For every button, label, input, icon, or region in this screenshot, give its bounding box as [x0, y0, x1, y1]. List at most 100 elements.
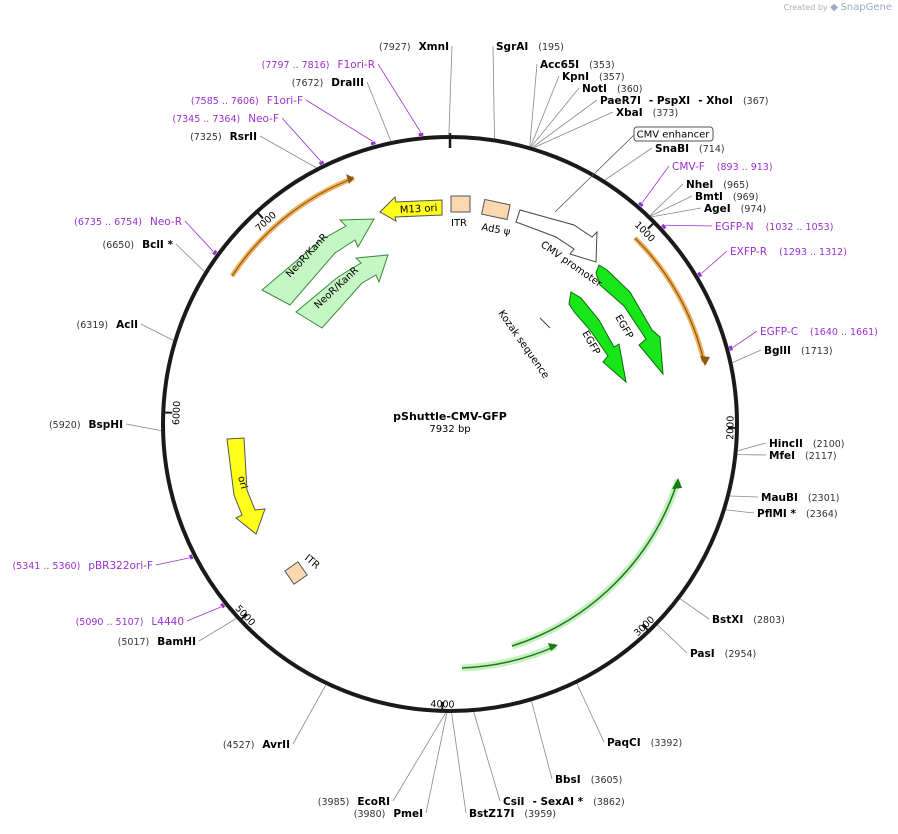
enzyme-label: PaqCI(3392): [607, 737, 682, 749]
created-by-text: Created by: [783, 3, 828, 12]
fragment-arc-right-core: [634, 237, 705, 363]
brand-name: SnapGene: [840, 2, 892, 13]
enzyme-leader-line: [576, 683, 605, 743]
enzyme-label: PflMI *(2364): [757, 508, 838, 520]
kozak-marker: [539, 317, 551, 329]
tick-label: 2000: [725, 416, 736, 440]
enzyme-leader-line: [729, 495, 759, 498]
enzyme-label: (6319)AclI: [77, 319, 138, 331]
primer-label: CMV-F(893 .. 913): [672, 161, 773, 173]
enzyme-label: PasI(2954): [690, 648, 756, 660]
primer-labels: (7797 .. 7816)F1ori-R (7585 .. 7606)F1ori…: [12, 59, 877, 628]
enzyme-label: MfeI(2117): [769, 450, 837, 462]
green-arc-inner: [461, 645, 557, 669]
enzyme-leader-line: [657, 624, 688, 654]
feature-label-cmv-enhancer: CMV enhancer: [637, 130, 711, 141]
primer-leader-line: [641, 165, 670, 204]
cmv-enhancer-promoter-arrow: [515, 209, 598, 263]
enzyme-leader-line: [530, 75, 560, 147]
enzyme-label: MauBI(2301): [761, 492, 840, 504]
enzyme-label: HincII(2100): [769, 438, 845, 450]
egfp-arrow-outer: [595, 264, 664, 376]
enzyme-leader-line: [492, 45, 495, 139]
enzyme-label: BmtI(969): [695, 191, 758, 203]
enzyme-label: (7927)XmnI: [379, 41, 449, 53]
primer-leader-line: [184, 220, 214, 252]
primer-label: EGFP-N(1032 .. 1053): [715, 221, 833, 233]
enzyme-leader-line: [425, 712, 448, 814]
enzyme-label: BbsI(3605): [555, 774, 622, 786]
primer-leader-line: [186, 606, 222, 622]
tick-label: 6000: [171, 401, 183, 426]
enzyme-labels: (7927)XmnI SgrAI(195) Acc65I(353)KpnI(357)…: [49, 41, 845, 820]
enzyme-leader-line: [679, 598, 710, 620]
enzyme-leader-line: [292, 684, 327, 745]
itr-right-box: [284, 561, 308, 585]
enzyme-leader-line: [531, 701, 553, 780]
enzyme-label: (3985)EcoRI: [318, 796, 390, 808]
enzyme-label: (5017)BamHI: [118, 636, 196, 648]
enzyme-label: (7672)DraIII: [292, 77, 364, 89]
enzyme-leader-line: [259, 135, 317, 169]
enzyme-label: XbaI(373): [616, 107, 678, 119]
fragment-arc-right-head: [700, 356, 710, 366]
enzyme-leader-line: [533, 111, 614, 148]
primer-mark: [370, 141, 376, 146]
neor-kanr-arrow-inner: [295, 254, 389, 329]
m13-ori-arrow: [379, 195, 443, 223]
enzyme-label: AgeI(974): [704, 203, 766, 215]
primer-mark: [212, 249, 218, 256]
tick-mark: [256, 211, 264, 220]
primer-leader-line: [305, 99, 373, 142]
primer-leader-line: [155, 557, 190, 566]
enzyme-leader-line: [650, 195, 693, 217]
enzyme-leader-line: [198, 618, 237, 642]
primer-leader-line: [701, 250, 728, 274]
ori-arrow: [226, 437, 266, 535]
primer-leader-line: [377, 63, 422, 133]
tick-mark: [641, 623, 649, 631]
tick-label: 4000: [430, 699, 454, 711]
enzyme-label: (3980)PmeI: [354, 808, 423, 820]
primer-label: (7585 .. 7606)F1ori-F: [191, 95, 303, 107]
enzyme-leader-line: [125, 423, 162, 432]
green-arc-inner-glow: [461, 642, 558, 672]
enzyme-leader-line: [473, 711, 501, 802]
enzyme-leader-line: [451, 712, 467, 814]
feature-label-itr-right: ITR: [302, 553, 321, 572]
egfp-arrow-inner: [568, 291, 627, 384]
enzyme-label: NotI(360): [582, 83, 642, 95]
enzyme-leader-line: [366, 81, 392, 142]
green-arc-inner-head: [548, 643, 558, 651]
enzyme-leader-line: [737, 442, 767, 452]
enzyme-label: Acc65I(353): [540, 59, 615, 71]
enzyme-label: NheI(965): [686, 179, 749, 191]
enzyme-label: KpnI(357): [562, 71, 625, 83]
primer-label: EGFP-C(1640 .. 1661): [760, 326, 878, 338]
green-arc-outer: [511, 479, 679, 647]
primer-mark: [318, 160, 325, 166]
fragment-arc-left-core: [231, 177, 355, 277]
enzyme-leader-line: [725, 509, 755, 514]
enzyme-leader-line: [732, 349, 762, 364]
enzyme-leader-line: [448, 45, 453, 136]
enzyme-leader-line: [140, 323, 174, 341]
enzyme-label: SgrAI(195): [496, 41, 564, 53]
enzyme-label: PaeR7I- PspXI- XhoI(367): [600, 95, 768, 107]
feature-label-kozak: Kozak sequence: [496, 308, 551, 380]
primer-mark: [220, 602, 226, 609]
enzyme-leader-line: [175, 243, 205, 272]
primer-label: (7797 .. 7816)F1ori-R: [262, 59, 375, 71]
enzyme-label: BglII(1713): [764, 345, 833, 357]
enzyme-label: (4527)AvrII: [223, 739, 290, 751]
primer-mark: [728, 345, 733, 351]
feature-label-ad5-psi: Ad5 ψ: [480, 222, 511, 238]
neor-kanr-arrow-outer: [261, 218, 375, 306]
enzyme-label: (6650)BclI *: [103, 239, 174, 251]
feature-label-itr-left: ITR: [451, 218, 467, 229]
enzyme-leader-line: [649, 183, 684, 216]
itr-left-box: [450, 195, 471, 213]
fragment-arc-left-head: [346, 174, 354, 184]
primer-mark: [697, 271, 703, 278]
